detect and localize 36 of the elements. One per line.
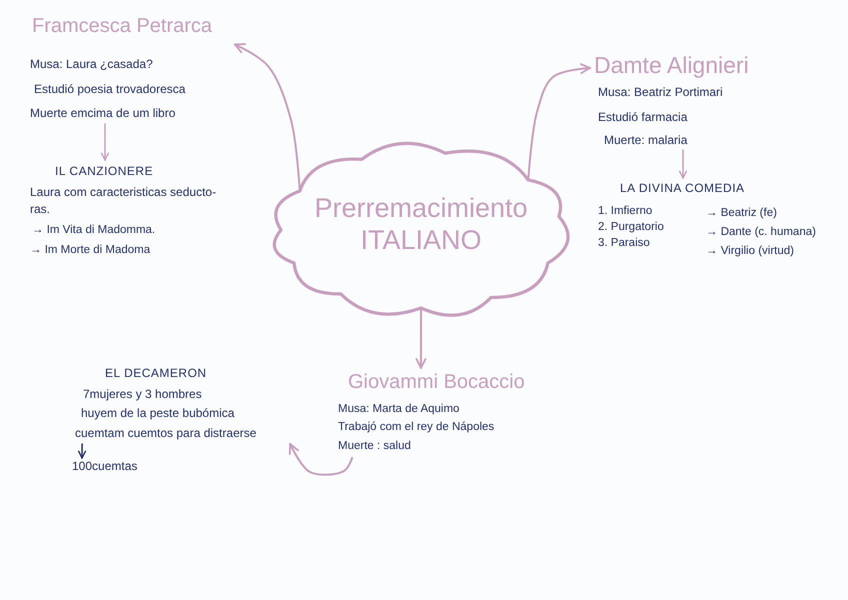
list-item: 2. Purgatorio [598,221,664,235]
note-text: Estudió poesia trovadoresca [34,82,186,96]
note-text: 100cuemtas [72,459,138,474]
list-item: 3. Paraiso [598,237,650,251]
author-name: Giovammi Bocaccio [348,370,525,394]
list-item: 1. Imfierno [598,205,652,219]
list-item: → Im Morte di Madoma [30,244,150,258]
note-text: Muerte emcima de um libro [30,106,176,120]
work-title: LA DIVINA COMEDIA [620,181,745,196]
list-item: → Virgilio (virtud) [706,245,794,259]
arrow [678,149,688,179]
curved-arrow [288,443,354,476]
author-name: Damte Alignieri [594,52,749,80]
list-item: → Beatriz (fe) [706,207,777,221]
arrow [100,123,110,161]
note-text: Muerte: malaria [604,133,688,148]
note-text: 7mujeres y 3 hombres [83,387,202,402]
work-title: EL DECAMERON [105,366,207,380]
note-text: Musa: Laura ¿casada? [30,57,153,72]
list-item: → Dante (c. humana) [706,226,816,240]
curved-arrow [234,43,301,192]
note-text: Musa: Beatriz Portimari [598,85,723,100]
note-text: huyem de la peste bubómica [81,406,234,420]
arrow [415,307,427,369]
arrow [78,443,86,459]
note-text: Laura com caracteristicas seducto- ras. [30,184,218,218]
note-text: Musa: Marta de Aquimo [338,403,460,417]
list-item: → Im Vita di Madomma. [32,224,156,238]
note-text: Muerte : salud [338,440,411,454]
note-text: Estudió farmacia [598,110,688,124]
curved-arrow [527,62,591,181]
work-title: IL CANZIONERE [55,164,154,178]
author-name: Framcesca Petrarca [32,14,212,38]
topic-title: Prerremacimiento ITALIANO [313,192,529,257]
note-text: cuemtam cuemtos para distraerse [75,426,256,440]
note-text: Trabajó com el rey de Nápoles [338,421,494,435]
